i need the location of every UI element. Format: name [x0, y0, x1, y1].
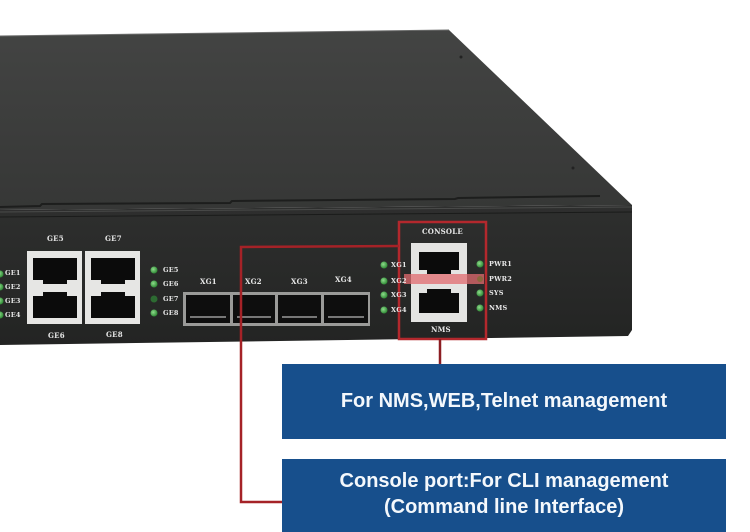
- port-label-ge5: GE5: [47, 234, 64, 243]
- callout-nms-management: For NMS,WEB,Telnet management: [282, 364, 726, 439]
- led-label-ge3: GE3: [5, 297, 21, 305]
- led-label-ge6: GE6: [163, 280, 179, 288]
- callout-console-line1: Console port:For CLI management: [339, 469, 669, 492]
- rj45-block: [27, 251, 140, 324]
- led-label-ge5: GE5: [163, 266, 179, 274]
- sfp-label-xg3: XG3: [291, 277, 308, 286]
- led-label-sys: SYS: [489, 289, 504, 297]
- chassis-front: [0, 205, 632, 345]
- led-label-pwr2: PWR2: [489, 275, 512, 283]
- port-label-console: CONSOLE: [422, 227, 463, 236]
- callout-console-management: Console port:For CLI management (Command…: [282, 459, 726, 532]
- led-label-pwr1: PWR1: [489, 260, 512, 268]
- led-label-xg1: XG1: [391, 261, 407, 269]
- led-group-ge1-4: [0, 270, 4, 319]
- mgmt-port-block: [404, 243, 484, 322]
- sfp-label-xg4: XG4: [335, 275, 352, 284]
- sfp-block: [183, 292, 370, 326]
- led-group-status: [476, 260, 484, 312]
- console-highlight-box: [397, 220, 488, 341]
- sfp-label-xg1: XG1: [200, 277, 217, 286]
- led-label-xg4: XG4: [391, 306, 407, 314]
- port-label-nms: NMS: [431, 325, 451, 334]
- port-label-ge7: GE7: [105, 234, 122, 243]
- sfp-label-xg2: XG2: [245, 277, 262, 286]
- led-group-xg: [380, 261, 388, 314]
- led-label-ge8: GE8: [163, 309, 179, 317]
- port-label-ge8: GE8: [106, 330, 123, 339]
- callout-nms-text: For NMS,WEB,Telnet management: [340, 390, 668, 412]
- port-label-ge6: GE6: [48, 331, 65, 340]
- led-label-nms: NMS: [489, 304, 508, 312]
- led-label-xg2: XG2: [391, 277, 407, 285]
- led-label-ge1: GE1: [5, 269, 21, 277]
- led-label-xg3: XG3: [391, 291, 407, 299]
- chassis-top: [0, 30, 632, 210]
- led-label-ge2: GE2: [5, 283, 21, 291]
- led-group-ge5-8: [150, 266, 158, 317]
- led-label-ge7: GE7: [163, 295, 179, 303]
- console-connector-line: [239, 244, 400, 504]
- led-label-ge4: GE4: [5, 311, 21, 319]
- callout-console-line2: (Command line Interface): [383, 495, 625, 518]
